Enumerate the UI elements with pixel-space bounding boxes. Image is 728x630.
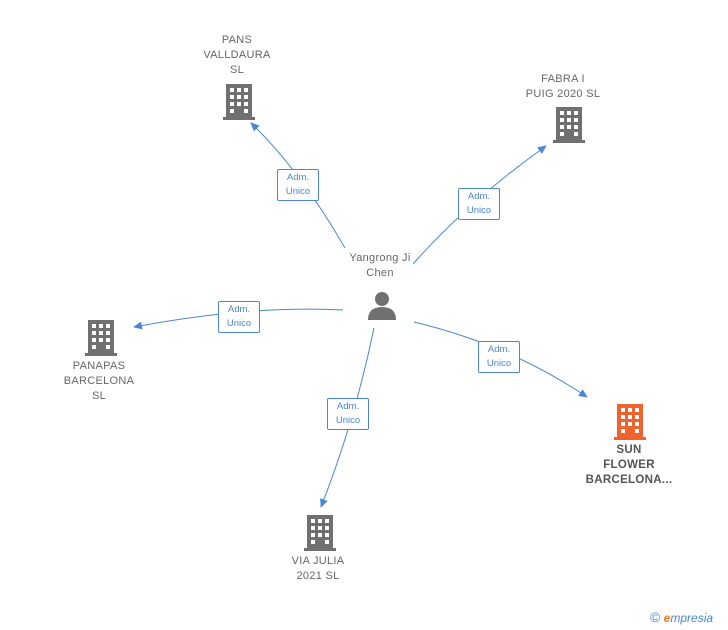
building-icon[interactable]: [553, 107, 585, 143]
person-icon[interactable]: [367, 290, 397, 320]
relation-label-viajulia: Adm. Unico: [327, 398, 369, 430]
relation-label-line2: Unico: [466, 205, 492, 216]
brand-initial: e: [663, 611, 671, 625]
relation-label-line2: Unico: [335, 415, 361, 426]
relation-label-line2: Unico: [486, 358, 512, 369]
person-name[interactable]: Yangrong Ji Chen: [349, 252, 411, 279]
relation-label-line2: Unico: [226, 318, 252, 329]
company-name-viajulia[interactable]: VIA JULIA 2021 SL: [291, 555, 345, 582]
relation-label-pans: Adm. Unico: [277, 169, 319, 201]
relation-label-line2: Unico: [285, 186, 311, 197]
relation-label-line1: Adm.: [487, 344, 511, 355]
building-icon[interactable]: [85, 320, 117, 356]
company-name-panapas[interactable]: PANAPAS BARCELONA SL: [63, 360, 135, 402]
copyright-icon: ©: [650, 609, 661, 625]
building-icon[interactable]: [304, 515, 336, 551]
relation-label-line1: Adm.: [336, 401, 360, 412]
company-name-pans[interactable]: PANS VALLDAURA SL: [203, 34, 271, 76]
company-name-sunflower[interactable]: SUN FLOWER BARCELONA...: [585, 444, 673, 486]
relation-label-line1: Adm.: [286, 172, 310, 183]
footer-brand: © empresia: [650, 609, 713, 625]
company-name-fabra[interactable]: FABRA I PUIG 2020 SL: [525, 73, 601, 100]
relation-label-panapas: Adm. Unico: [218, 301, 260, 333]
relation-label-fabra: Adm. Unico: [458, 188, 500, 220]
building-icon[interactable]: [614, 404, 646, 440]
relation-label-line1: Adm.: [227, 304, 251, 315]
brand-name: mpresia: [670, 611, 714, 625]
relation-label-sunflower: Adm. Unico: [478, 341, 520, 373]
building-icon[interactable]: [223, 84, 255, 120]
relation-label-line1: Adm.: [467, 191, 491, 202]
